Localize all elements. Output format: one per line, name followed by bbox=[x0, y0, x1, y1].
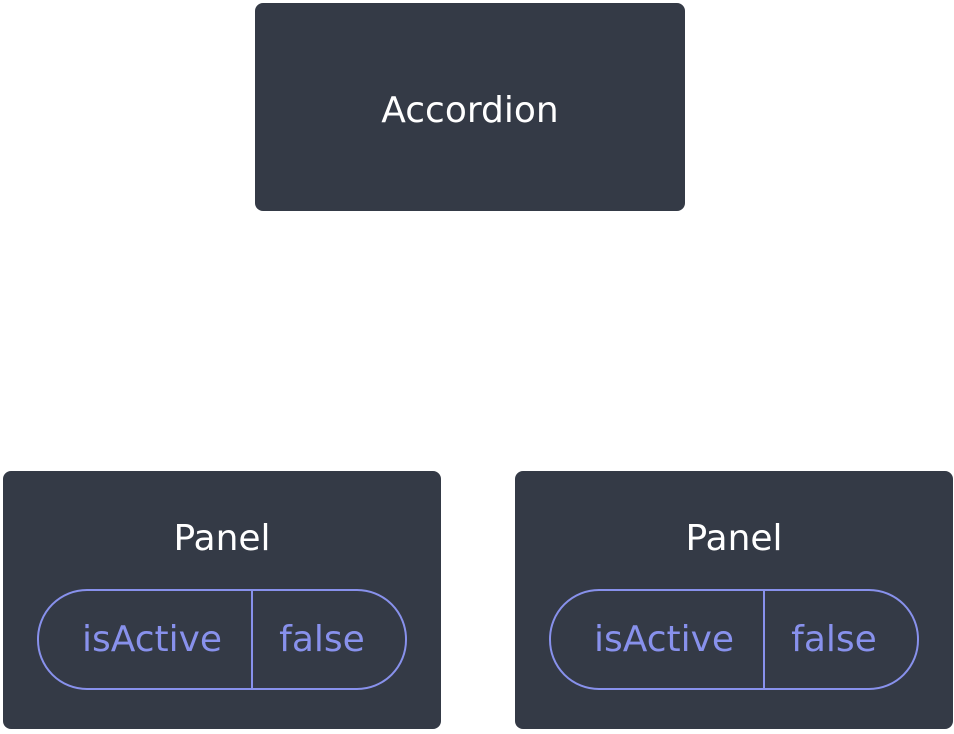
state-pill: isActive false bbox=[37, 589, 407, 690]
panel-node: Panel isActive false bbox=[3, 471, 441, 729]
panel-node: Panel isActive false bbox=[515, 471, 953, 729]
panel-title: Panel bbox=[173, 518, 271, 559]
panel-title: Panel bbox=[685, 518, 783, 559]
state-value: false bbox=[279, 619, 365, 660]
state-pill: isActive false bbox=[549, 589, 919, 690]
state-key: isActive bbox=[551, 591, 765, 688]
accordion-node: Accordion bbox=[255, 3, 685, 211]
state-key: isActive bbox=[39, 591, 253, 688]
state-value: false bbox=[791, 619, 877, 660]
accordion-title: Accordion bbox=[381, 90, 559, 131]
